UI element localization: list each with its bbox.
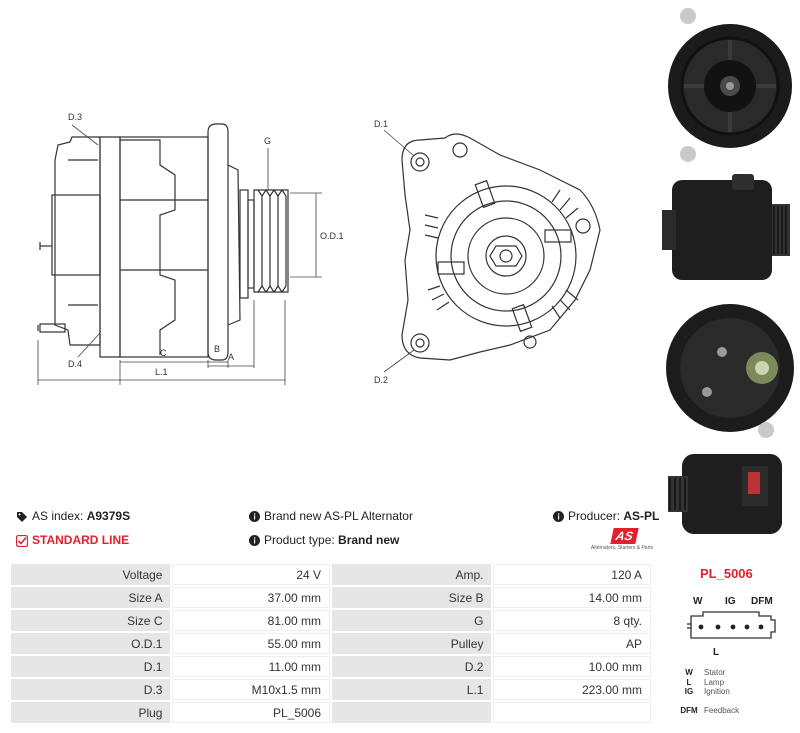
as-index-label: AS index: — [32, 509, 87, 523]
spec-label: Voltage — [11, 564, 171, 585]
legend-label: Ignition — [704, 687, 730, 696]
as-index-row: AS index: A9379S — [16, 509, 130, 523]
spec-value: 10.00 mm — [493, 656, 651, 677]
standard-line-row: STANDARD LINE — [16, 533, 129, 547]
product-type-row: Product type: Brand new — [249, 533, 399, 547]
spec-label: Amp. — [332, 564, 492, 585]
spec-value: 37.00 mm — [172, 587, 331, 608]
label-d2: D.2 — [374, 375, 388, 385]
label-d3: D.3 — [68, 112, 82, 122]
pin-label-dfm: DFM — [751, 596, 773, 607]
product-type-label: Product type: — [264, 533, 339, 547]
spec-value: 223.00 mm — [493, 679, 651, 700]
pin-label-ig: IG — [725, 596, 736, 607]
brand-row: Brand new AS-PL Alternator — [249, 509, 413, 523]
as-pl-logo-tagline: Alternators, Starters & Parts — [590, 545, 654, 551]
table-row: O.D.1 55.00 mm Pulley AP — [11, 633, 651, 654]
spec-value: 11.00 mm — [172, 656, 331, 677]
plug-legend-row: L Lamp — [678, 678, 780, 687]
legend-label: Lamp — [704, 678, 725, 687]
table-row: Size A 37.00 mm Size B 14.00 mm — [11, 587, 651, 608]
table-row: D.3 M10x1.5 mm L.1 223.00 mm — [11, 679, 651, 700]
plug-legend-row: IG Ignition — [678, 687, 780, 696]
pin-label-w: W — [693, 596, 703, 607]
spec-label: Pulley — [332, 633, 492, 654]
spec-value: PL_5006 — [172, 702, 331, 723]
producer-row: Producer: AS-PL — [553, 509, 659, 523]
label-od1: O.D.1 — [320, 231, 344, 241]
spec-value: 81.00 mm — [172, 610, 331, 631]
label-d1: D.1 — [374, 119, 388, 129]
spec-value: 8 qty. — [493, 610, 651, 631]
side-view-dimensions — [37, 124, 322, 385]
legend-key: IG — [684, 687, 694, 696]
table-row: Size C 81.00 mm G 8 qty. — [11, 610, 651, 631]
specs-table: Voltage 24 V Amp. 120 A Size A 37.00 mm … — [9, 562, 653, 725]
spec-label: O.D.1 — [11, 633, 171, 654]
spec-value: 55.00 mm — [172, 633, 331, 654]
checkbox-checked-icon — [16, 534, 28, 547]
spec-label: D.3 — [11, 679, 171, 700]
info-icon — [553, 511, 564, 523]
pin-label-l: L — [713, 647, 719, 658]
spec-label: Size C — [11, 610, 171, 631]
table-row: Voltage 24 V Amp. 120 A — [11, 564, 651, 585]
label-g: G — [264, 136, 271, 146]
label-d4: D.4 — [68, 359, 82, 369]
side-view-drawing — [37, 123, 289, 361]
spec-label: Plug — [11, 702, 171, 723]
product-photo-rear — [666, 304, 794, 438]
legend-label: Stator — [704, 668, 726, 677]
plug-connector-diagram: W IG DFM L — [687, 596, 776, 658]
producer-value: AS-PL — [623, 509, 660, 523]
plug-title: PL_5006 — [700, 566, 753, 581]
legend-key: L — [686, 678, 692, 687]
table-row: Plug PL_5006 — [11, 702, 651, 723]
as-pl-logo-mark: AS — [610, 528, 639, 544]
spec-label: D.2 — [332, 656, 492, 677]
label-c: C — [160, 348, 167, 358]
legend-key: DFM — [680, 706, 698, 715]
drawing-labels: D.3 D.4 G O.D.1 C B A L.1 D.1 D.2 — [68, 112, 388, 385]
spec-value: 120 A — [493, 564, 651, 585]
tag-icon — [17, 511, 27, 522]
specs-table-body: Voltage 24 V Amp. 120 A Size A 37.00 mm … — [11, 564, 651, 723]
brand-text: Brand new AS-PL Alternator — [264, 509, 413, 523]
legend-key: W — [685, 668, 693, 677]
as-index-value: A9379S — [86, 509, 131, 523]
plug-legend-row: DFM Feedback — [678, 706, 780, 715]
info-icon — [249, 535, 260, 547]
product-photo-front — [668, 8, 792, 162]
standard-line-label: STANDARD LINE — [32, 533, 130, 547]
spec-value: 14.00 mm — [493, 587, 651, 608]
spec-value: 24 V — [172, 564, 331, 585]
plug-pins — [698, 624, 764, 630]
front-view-drawing — [401, 133, 601, 361]
spec-label: Size B — [332, 587, 492, 608]
label-b: B — [214, 344, 220, 354]
plug-legend-row: W Stator — [678, 668, 780, 677]
spec-label: G — [332, 610, 492, 631]
spec-label: D.1 — [11, 656, 171, 677]
plug-body — [687, 611, 776, 639]
product-photo-side — [662, 174, 790, 280]
label-l1: L.1 — [155, 367, 168, 377]
spec-value: AP — [493, 633, 651, 654]
spec-label: Size A — [11, 587, 171, 608]
product-photo-angle — [668, 454, 782, 534]
front-view-dimensions — [383, 129, 415, 373]
product-type-value: Brand new — [338, 533, 400, 547]
info-icon — [249, 511, 260, 523]
spec-value — [493, 702, 651, 723]
producer-label: Producer: — [568, 509, 624, 523]
spec-label — [332, 702, 492, 723]
as-pl-logo: AS Alternators, Starters & Parts — [590, 528, 654, 554]
legend-label: Feedback — [704, 706, 740, 715]
technical-drawings: D.3 D.4 G O.D.1 C B A L.1 D.1 D.2 — [37, 112, 601, 385]
spec-value: M10x1.5 mm — [172, 679, 331, 700]
label-a: A — [228, 352, 234, 362]
table-row: D.1 11.00 mm D.2 10.00 mm — [11, 656, 651, 677]
spec-label: L.1 — [332, 679, 492, 700]
